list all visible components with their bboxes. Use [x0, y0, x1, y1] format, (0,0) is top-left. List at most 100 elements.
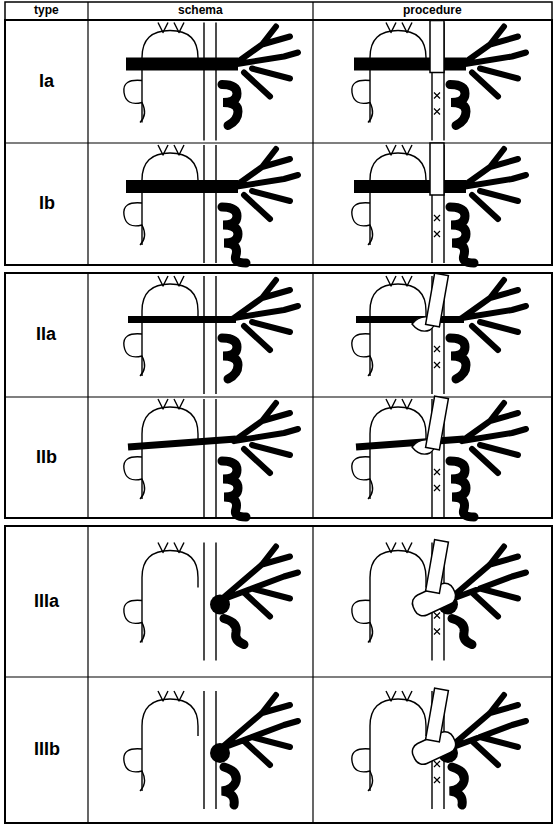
heart-outline	[124, 600, 145, 642]
suture-marks	[434, 613, 440, 635]
aortic-arch	[142, 284, 198, 376]
pulmonary-artery	[126, 58, 238, 71]
schema-sketch	[124, 145, 298, 263]
spine-lines	[204, 399, 216, 517]
anomalous-veins	[222, 207, 246, 263]
schema-sketch	[124, 691, 298, 809]
heart-outline	[124, 80, 145, 122]
graft-tube	[430, 21, 444, 73]
schema-sketch	[124, 23, 298, 141]
heart-outline	[352, 203, 373, 245]
spine-lines	[204, 276, 216, 394]
pulmonary-branches	[220, 547, 298, 617]
anomalous-veins	[450, 207, 474, 263]
column-header: procedure	[403, 4, 462, 17]
suture-marks	[434, 469, 440, 491]
pulmonary-artery	[356, 316, 464, 323]
row-rule	[5, 142, 552, 143]
aortic-arch	[370, 284, 426, 376]
aortic-arch	[142, 407, 198, 499]
column-rule	[87, 2, 88, 20]
column-rule	[312, 273, 313, 518]
heart-outline	[124, 203, 145, 245]
pulmonary-artery	[356, 439, 464, 447]
type-label: IIb	[36, 448, 57, 468]
pulmonary-artery	[354, 180, 466, 193]
suture-marks	[434, 761, 440, 783]
aortic-arch	[370, 31, 426, 123]
pulmonary-branches	[234, 27, 298, 97]
pulmonary-branches	[234, 280, 298, 350]
graft-tube	[426, 396, 449, 450]
heart-outline	[352, 334, 373, 376]
pulmonary-branches	[462, 149, 526, 219]
pulmonary-branches	[462, 403, 526, 473]
suture-marks	[434, 346, 440, 368]
heart-outline	[352, 749, 373, 791]
suture-marks	[434, 93, 440, 115]
anomalous-veins	[450, 85, 466, 126]
column-rule	[87, 273, 88, 518]
aortic-arch	[142, 551, 198, 643]
procedure-sketch	[352, 396, 526, 517]
pulmonary-artery	[128, 439, 236, 447]
schema-sketch	[124, 543, 298, 661]
graft-tube	[426, 540, 449, 594]
column-rule	[87, 20, 88, 265]
aortic-arch	[142, 153, 198, 245]
heart-outline	[352, 600, 373, 642]
graft-tube	[430, 143, 444, 195]
pulmonary-branches	[448, 547, 526, 617]
procedure-sketch	[352, 143, 526, 263]
heart-outline	[352, 80, 373, 122]
pulmonary-artery	[126, 180, 238, 193]
column-rule	[312, 2, 313, 20]
pulmonary-artery	[128, 316, 236, 323]
aortic-arch	[142, 31, 198, 123]
aortic-arch	[370, 407, 426, 499]
anomalous-veins	[450, 767, 464, 805]
column-rule	[87, 526, 88, 823]
procedure-sketch	[352, 540, 526, 661]
group-frame	[5, 526, 552, 823]
pulmonary-branches	[220, 695, 298, 765]
schema-sketch	[124, 276, 298, 394]
type-label: Ia	[39, 72, 54, 92]
anomalous-veins	[450, 338, 466, 379]
heart-outline	[352, 457, 373, 499]
anomalous-veins	[224, 619, 244, 645]
heart-outline	[124, 457, 145, 499]
anomalous-veins	[452, 619, 472, 645]
column-rule	[312, 20, 313, 265]
graft-tube	[426, 273, 449, 327]
graft-tube	[426, 688, 449, 742]
spine-lines	[204, 23, 216, 141]
pulmonary-branches	[448, 695, 526, 765]
aortic-arch	[370, 153, 426, 245]
suture-marks	[434, 215, 440, 237]
type-label: Ib	[39, 194, 55, 214]
aortic-arch	[142, 699, 198, 791]
anomalous-veins	[222, 767, 236, 805]
spine-lines	[204, 145, 216, 263]
type-label: IIa	[36, 325, 56, 345]
pulmonary-branches	[234, 403, 298, 473]
procedure-sketch	[352, 21, 526, 141]
heart-outline	[124, 334, 145, 376]
procedure-sketch	[352, 688, 526, 809]
pulmonary-branches	[462, 280, 526, 350]
column-rule	[312, 526, 313, 823]
group-frame	[5, 273, 552, 518]
procedure-sketch	[352, 273, 526, 394]
row-rule	[5, 676, 552, 677]
schema-sketch	[124, 399, 298, 517]
pulmonary-artery	[354, 58, 466, 71]
type-label: IIIb	[34, 740, 60, 760]
type-label: IIIa	[34, 592, 59, 612]
group-frame	[5, 20, 552, 265]
column-header: type	[34, 4, 59, 17]
anomalous-veins	[450, 461, 474, 517]
row-rule	[5, 396, 552, 397]
pulmonary-branches	[462, 27, 526, 97]
